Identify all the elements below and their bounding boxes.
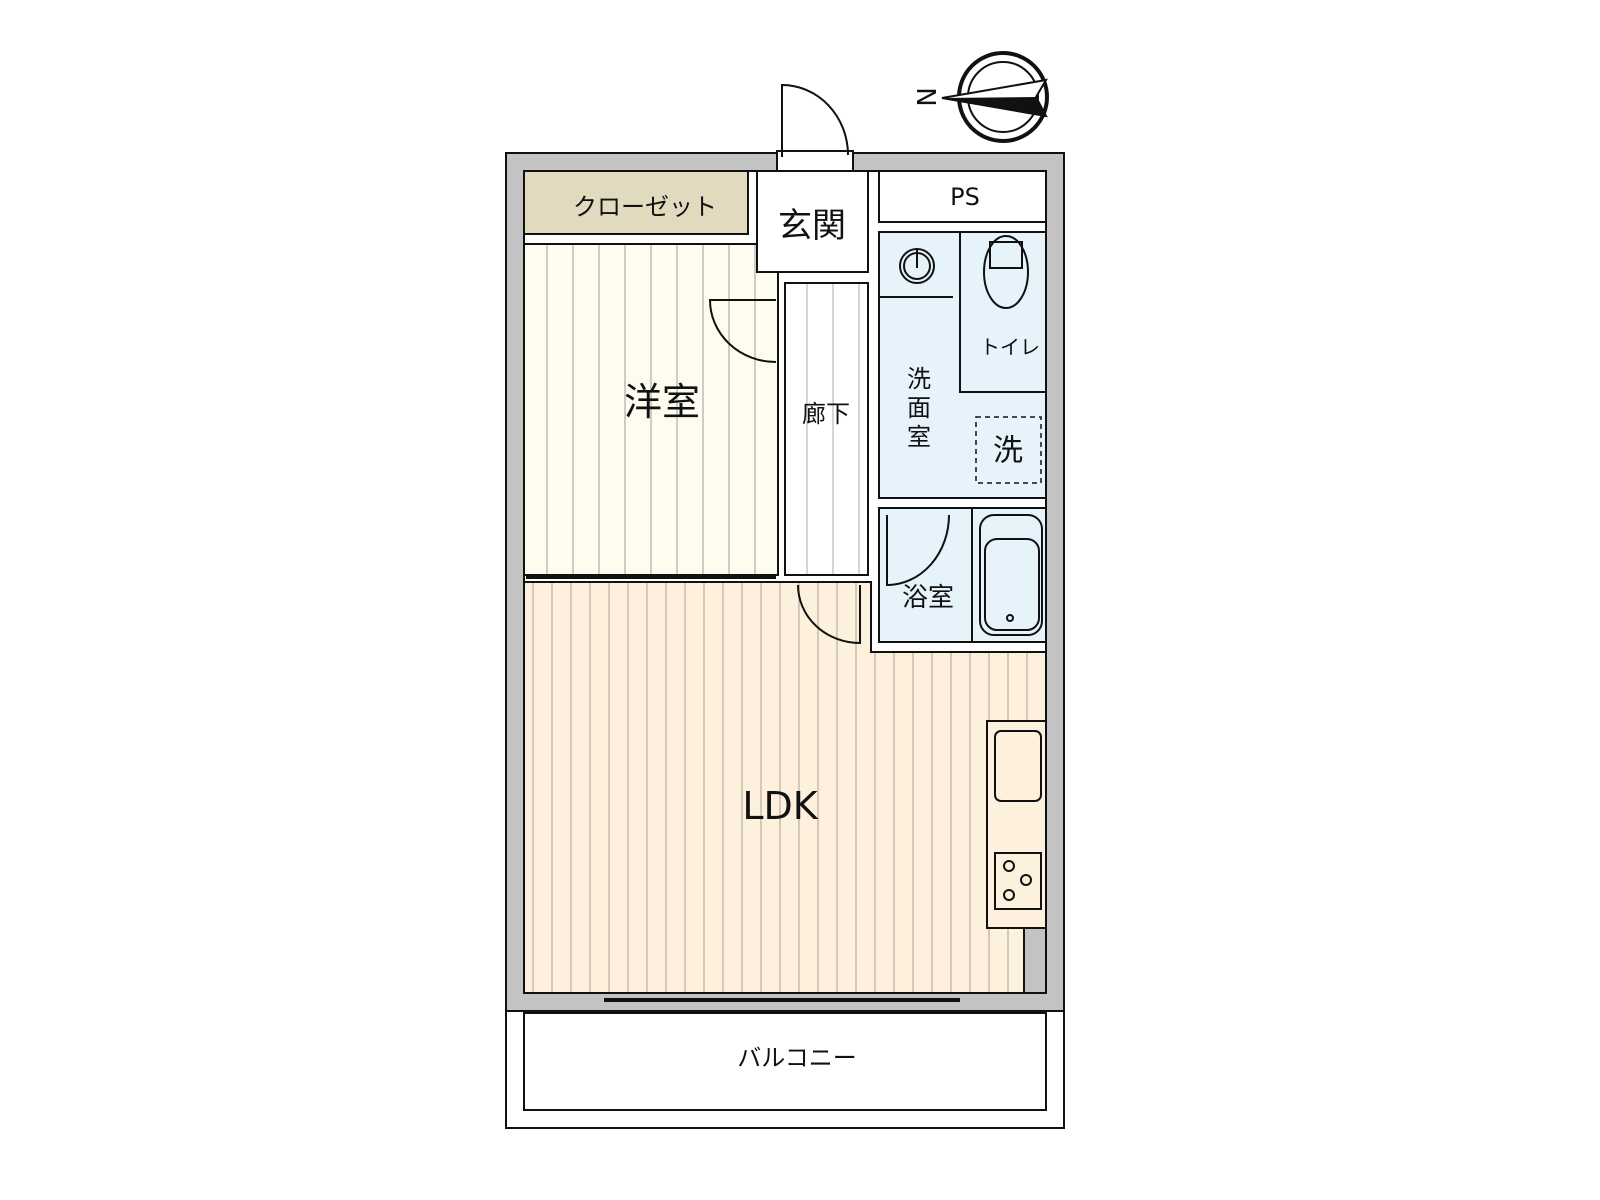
closet-label: クローゼット (573, 193, 717, 221)
hallway-label: 廊下 (802, 400, 850, 428)
entrance-label: 玄関 (778, 206, 846, 246)
sink-icon (899, 248, 935, 284)
toilet-label: トイレ (980, 335, 1040, 359)
kitchen-sink-icon (994, 730, 1042, 802)
bathroom (878, 507, 1047, 643)
washroom-label: 室 (907, 423, 931, 451)
entrance-door[interactable] (781, 83, 849, 157)
washer-space (975, 416, 1042, 484)
bathtub-icon (979, 514, 1043, 636)
balcony (523, 1012, 1047, 1111)
washroom-label: 面 (907, 394, 931, 422)
toilet-icon (983, 235, 1029, 309)
entrance-door-frame (776, 150, 854, 173)
bathroom-label: 浴室 (902, 583, 954, 613)
stove-icon (994, 852, 1042, 910)
ldk-label: LDK (742, 784, 818, 828)
compass-label: N (910, 87, 940, 106)
pipe-space-label: PS (950, 183, 980, 211)
bathroom-door[interactable] (886, 514, 950, 587)
western-room-label: 洋室 (624, 380, 700, 424)
north-arrow-icon: N (910, 51, 1049, 143)
western-room-door[interactable] (708, 299, 777, 363)
closet (523, 170, 749, 235)
entrance (756, 170, 869, 273)
washer-label: 洗 (993, 434, 1023, 469)
pipe-space (878, 170, 1047, 223)
hallway (784, 282, 869, 576)
toilet-room (959, 231, 1047, 393)
kitchen-counter (986, 720, 1047, 929)
ldk-door[interactable] (797, 584, 861, 645)
washroom-label: 洗 (907, 365, 931, 393)
balcony-label: バルコニー (737, 1044, 857, 1072)
